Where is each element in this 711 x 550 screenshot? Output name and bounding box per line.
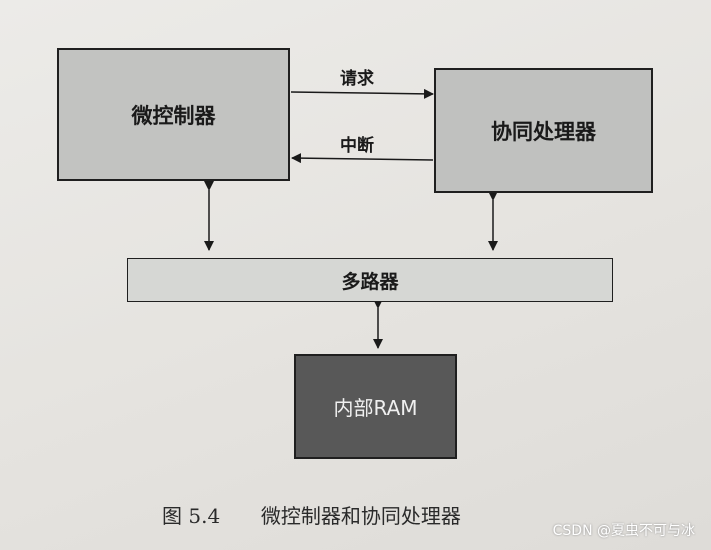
coprocessor-label: 协同处理器: [491, 119, 596, 144]
request-label: 请求: [340, 69, 374, 89]
internal-ram-label: 内部RAM: [333, 396, 418, 420]
multiplexer-node: 多路器: [127, 258, 613, 302]
figure-caption: 图 5.4 微控制器和协同处理器: [162, 500, 461, 529]
multiplexer-label: 多路器: [341, 270, 399, 293]
figure-title: 微控制器和协同处理器: [260, 504, 461, 528]
interrupt-arrow: [291, 153, 434, 164]
microcontroller-node: 微控制器: [57, 48, 290, 181]
request-arrow: [290, 88, 434, 99]
figure-number: 图 5.4: [162, 504, 221, 528]
watermark: CSDN @夏虫不可与冰: [552, 523, 695, 539]
microcontroller-label: 微控制器: [131, 103, 216, 128]
internal-ram-node: 内部RAM: [294, 354, 457, 459]
coprocessor-node: 协同处理器: [434, 68, 653, 193]
interrupt-label: 中断: [340, 136, 374, 156]
